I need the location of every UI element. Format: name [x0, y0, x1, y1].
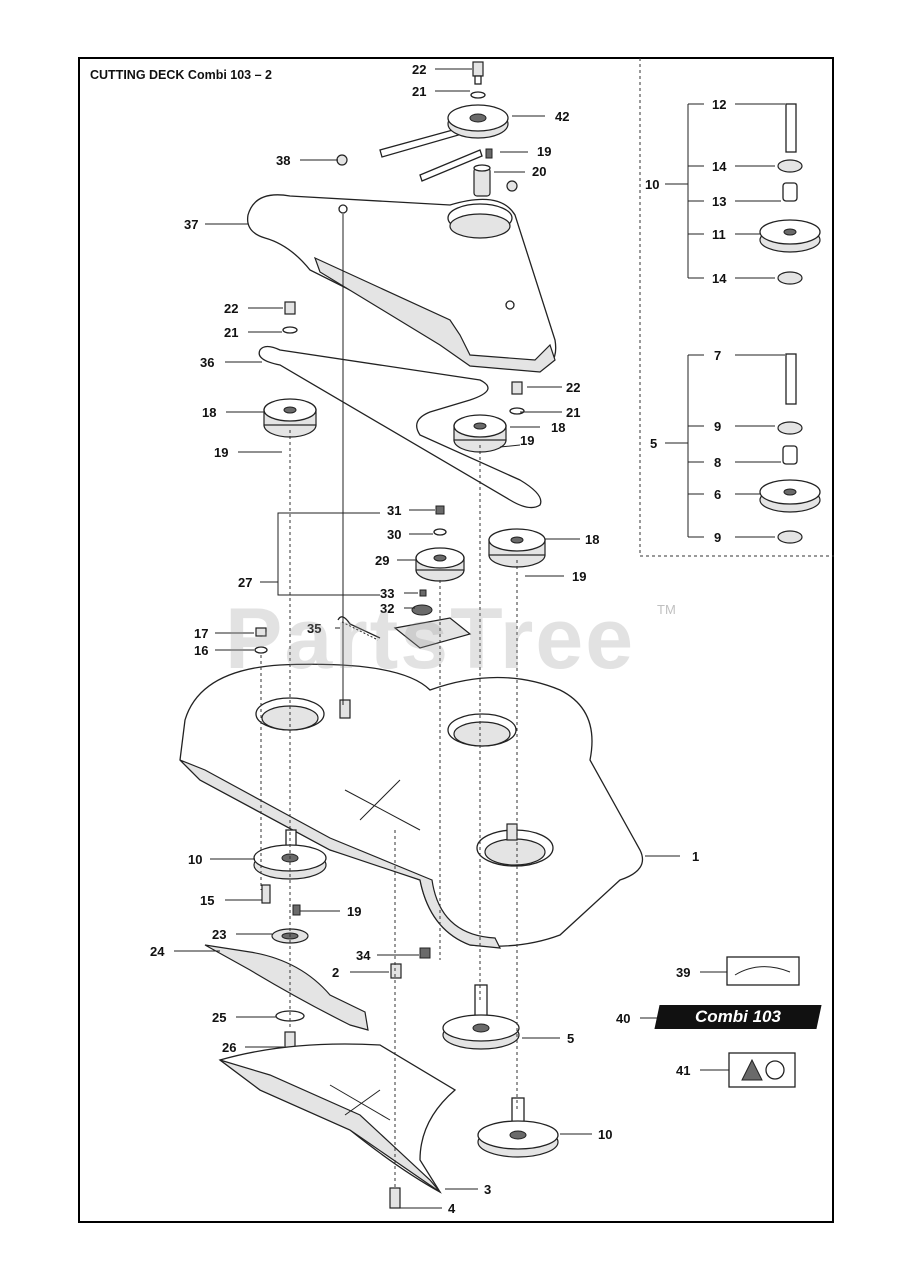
- callout-31: 31: [387, 503, 401, 518]
- callout-39: 39: [676, 965, 690, 980]
- inset-spindle-10: [665, 103, 821, 285]
- inset-callout-14: 14: [712, 271, 727, 286]
- pulley-left: [263, 301, 317, 438]
- callout-19: 19: [214, 445, 228, 460]
- decal-39: [726, 956, 800, 986]
- callout-17: 17: [194, 626, 208, 641]
- callout-27: 27: [238, 575, 252, 590]
- idler-assembly: [254, 505, 472, 654]
- callout-21: 21: [566, 405, 580, 420]
- callout-15: 15: [200, 893, 214, 908]
- diagram-title: CUTTING DECK Combi 103 – 2: [90, 68, 272, 82]
- inset-callout-12: 12: [712, 97, 726, 112]
- callout-30: 30: [387, 527, 401, 542]
- bolt-4: [389, 1187, 401, 1209]
- callout-42: 42: [555, 109, 569, 124]
- callout-22: 22: [224, 301, 238, 316]
- diagram-frame: [78, 57, 834, 1223]
- callout-20: 20: [532, 164, 546, 179]
- spindle-right: [477, 1097, 559, 1158]
- callout-5: 5: [567, 1031, 574, 1046]
- callout-37: 37: [184, 217, 198, 232]
- inset-callout-7: 7: [714, 348, 721, 363]
- inset-callout-5: 5: [650, 436, 657, 451]
- no-hands-icon: [765, 1060, 785, 1080]
- decal-40: Combi 103: [654, 1005, 822, 1029]
- callout-16: 16: [194, 643, 208, 658]
- callout-22: 22: [412, 62, 426, 77]
- decal-40-text: Combi 103: [695, 1007, 781, 1026]
- blade-assembly: [204, 928, 369, 1051]
- inset-border: [639, 58, 834, 557]
- callout-23: 23: [212, 927, 226, 942]
- callout-1: 1: [692, 849, 699, 864]
- callout-41: 41: [676, 1063, 690, 1078]
- inset-callout-14: 14: [712, 159, 727, 174]
- callout-32: 32: [380, 601, 394, 616]
- deflector: [218, 1043, 457, 1194]
- callout-38: 38: [276, 153, 290, 168]
- inset-callout-10: 10: [645, 177, 659, 192]
- callout-19: 19: [347, 904, 361, 919]
- callout-33: 33: [380, 586, 394, 601]
- belt-cover: [246, 194, 557, 373]
- callout-10: 10: [598, 1127, 612, 1142]
- spindle-mid: [442, 984, 520, 1050]
- callout-2: 2: [332, 965, 339, 980]
- cutting-deck: [179, 663, 644, 949]
- callout-19: 19: [537, 144, 551, 159]
- drive-belt: [258, 345, 542, 509]
- callout-19: 19: [572, 569, 586, 584]
- watermark: PartsTree: [225, 591, 636, 687]
- pulley-mid: [453, 381, 525, 453]
- callout-29: 29: [375, 553, 389, 568]
- callout-35: 35: [307, 621, 321, 636]
- callout-24: 24: [150, 944, 165, 959]
- belt-pulley-top: [336, 61, 518, 197]
- callout-19: 19: [520, 433, 534, 448]
- inset-callout-9: 9: [714, 530, 721, 545]
- callout-18: 18: [551, 420, 565, 435]
- callout-22: 22: [566, 380, 580, 395]
- decal-41: [728, 1052, 796, 1088]
- inset-callout-11: 11: [712, 227, 726, 242]
- callout-18: 18: [585, 532, 599, 547]
- inset-callout-6: 6: [714, 487, 721, 502]
- callout-18: 18: [202, 405, 216, 420]
- inset-callout-8: 8: [714, 455, 721, 470]
- callout-4: 4: [448, 1201, 456, 1216]
- callout-3: 3: [484, 1182, 491, 1197]
- pulley-right: [488, 528, 546, 568]
- callout-36: 36: [200, 355, 214, 370]
- inset-callout-9: 9: [714, 419, 721, 434]
- callout-21: 21: [412, 84, 426, 99]
- inset-spindle-5: [665, 353, 821, 544]
- warning-icon: [741, 1058, 763, 1081]
- nut-34: [419, 947, 431, 959]
- callout-10: 10: [188, 852, 202, 867]
- callout-25: 25: [212, 1010, 226, 1025]
- bolt-2: [390, 963, 402, 979]
- callout-40: 40: [616, 1011, 630, 1026]
- callout-26: 26: [222, 1040, 236, 1055]
- callout-21: 21: [224, 325, 238, 340]
- trademark-symbol: TM: [657, 602, 676, 617]
- callout-34: 34: [356, 948, 371, 963]
- inset-callout-13: 13: [712, 194, 726, 209]
- decal-39-belt-routing: [734, 966, 791, 976]
